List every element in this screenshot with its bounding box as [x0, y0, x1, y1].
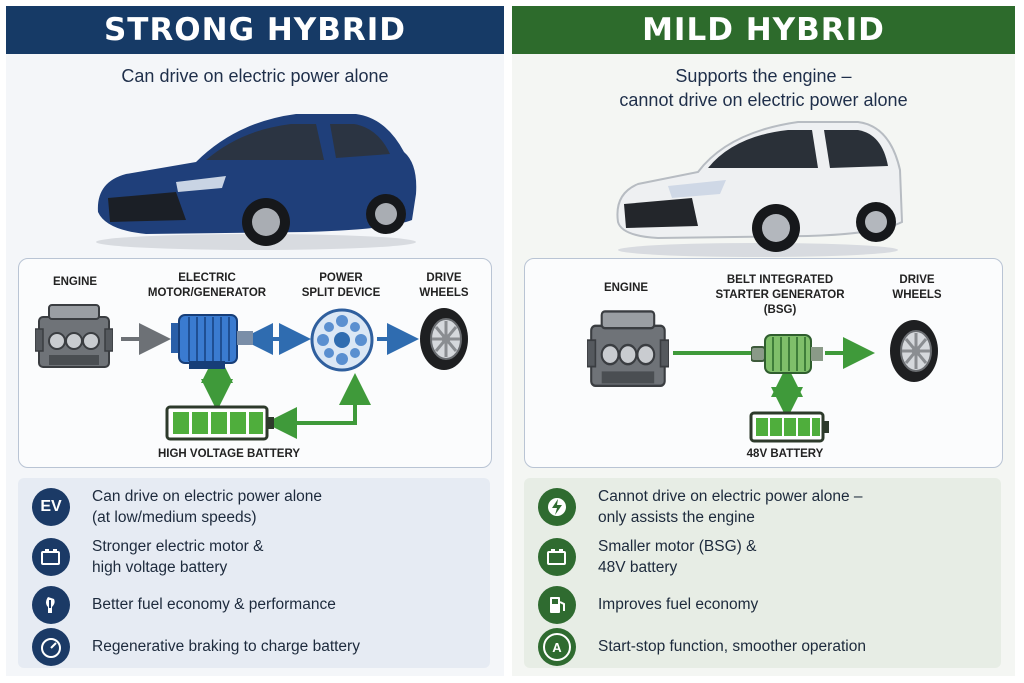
48v-battery-label: 48V BATTERY: [746, 448, 824, 460]
mild-hybrid-panel: MILD HYBRID Supports the engine – cannot…: [512, 6, 1015, 676]
mild-feature-start-stop: A Start-stop function, smoother operatio…: [538, 628, 866, 666]
electric-motor-icon: [171, 314, 253, 369]
strong-feature-ev: EV Can drive on electric power alone (at…: [32, 486, 322, 528]
drive-wheels-label: DRIVE WHEELS: [892, 274, 942, 301]
strong-feature-battery: Stronger electric motor & high voltage b…: [32, 536, 263, 578]
drive-wheel-icon: [889, 319, 940, 384]
start-stop-icon: A: [538, 628, 576, 666]
feature-text: Regenerative braking to charge battery: [92, 638, 360, 655]
strong-feature-fuel: Better fuel economy & performance: [32, 586, 336, 624]
drive-wheels-label: DRIVE WHEELS: [419, 272, 469, 299]
mild-feature-fuel: Improves fuel economy: [538, 586, 758, 624]
hatchback-car-image: [616, 121, 904, 257]
feature-text: Start-stop function, smoother operation: [598, 638, 866, 655]
power-split-device-label: POWER SPLIT DEVICE: [301, 272, 381, 299]
sedan-car-image: [96, 114, 417, 250]
ev-icon: EV: [32, 488, 70, 526]
strong-hybrid-subtitle: Can drive on electric power alone: [121, 66, 389, 86]
battery-icon: [538, 538, 576, 576]
feature-text: Smaller motor (BSG) & 48V battery: [598, 538, 757, 576]
gauge-icon: [32, 628, 70, 666]
mild-features-list: Cannot drive on electric power alone – o…: [524, 478, 1001, 668]
mild-hybrid-subtitle: Supports the engine – cannot drive on el…: [619, 66, 908, 110]
high-voltage-battery-label: HIGH VOLTAGE BATTERY: [157, 448, 301, 460]
strong-hybrid-panel: STRONG HYBRID Can drive on electric powe…: [6, 6, 504, 676]
lightning-icon: [538, 488, 576, 526]
feature-text: Stronger electric motor & high voltage b…: [92, 538, 264, 576]
high-voltage-battery-icon: [165, 405, 274, 441]
mild-diagram-connections: [673, 337, 875, 419]
battery-icon: [32, 538, 70, 576]
mild-hybrid-diagram: ENGINE BELT INTEGRATED STARTER GENERATOR…: [524, 258, 1003, 468]
strong-hybrid-diagram: ENGINE ELECTRIC MOTOR/GENERATOR POWER SP…: [18, 258, 492, 468]
feature-text: Better fuel economy & performance: [92, 596, 336, 613]
strong-diagram-connections: [121, 323, 419, 439]
mild-hybrid-title: MILD HYBRID: [512, 6, 1015, 54]
strong-feature-regen: Regenerative braking to charge battery: [32, 628, 360, 666]
feature-text: Improves fuel economy: [598, 596, 759, 613]
motor-generator-label: ELECTRIC MOTOR/GENERATOR: [147, 272, 267, 299]
mild-feature-battery: Smaller motor (BSG) & 48V battery: [538, 536, 756, 578]
battery-psd-arrow: [265, 373, 371, 439]
strong-features-list: EV Can drive on electric power alone (at…: [18, 478, 490, 668]
feature-text: Cannot drive on electric power alone – o…: [598, 488, 863, 526]
engine-label: ENGINE: [603, 282, 649, 294]
fuel-economy-icon: [32, 586, 70, 624]
feature-text: Can drive on electric power alone (at lo…: [92, 488, 323, 526]
fuel-pump-icon: [538, 586, 576, 624]
48v-battery-icon: [749, 411, 829, 443]
bsg-label: BELT INTEGRATED STARTER GENERATOR (BSG): [715, 274, 845, 316]
strong-hybrid-title: STRONG HYBRID: [6, 6, 504, 54]
drive-wheel-icon: [419, 307, 470, 372]
bsg-motor-icon: [751, 334, 823, 374]
mild-feature-no-ev: Cannot drive on electric power alone – o…: [538, 486, 863, 528]
power-split-device-icon: [310, 308, 374, 372]
engine-label: ENGINE: [52, 276, 98, 288]
